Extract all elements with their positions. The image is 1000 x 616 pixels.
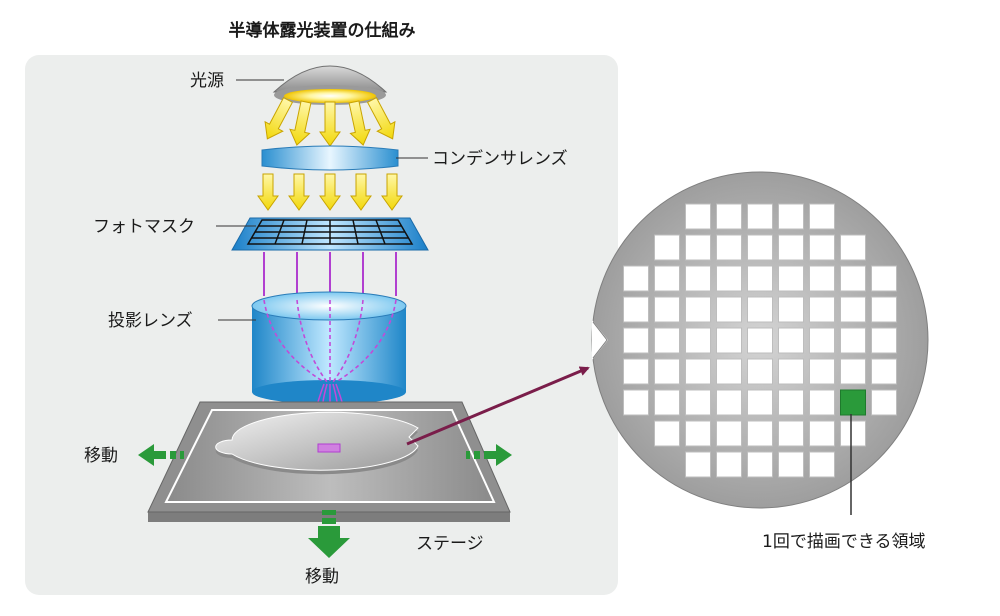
stage-wafer <box>215 411 419 475</box>
wafer-die <box>685 203 711 230</box>
wafer-die <box>840 420 866 447</box>
wafer-die <box>654 296 680 323</box>
move-left-arrow <box>138 444 184 466</box>
wafer-die <box>716 451 742 478</box>
wafer-die <box>840 296 866 323</box>
wafer-die <box>685 265 711 292</box>
wafer-die <box>654 265 680 292</box>
wafer-die <box>716 358 742 385</box>
wafer-die <box>778 389 804 416</box>
zoom-pointer-arrow <box>406 366 590 446</box>
wafer-die <box>716 203 742 230</box>
wafer-die <box>685 296 711 323</box>
wafer-die <box>871 327 897 354</box>
wafer-die <box>840 327 866 354</box>
wafer-die <box>809 451 835 478</box>
wafer-die <box>654 420 680 447</box>
light-rays-upper <box>264 96 396 147</box>
wafer-die <box>747 327 773 354</box>
wafer-die <box>778 327 804 354</box>
wafer-die <box>654 389 680 416</box>
wafer-die <box>778 358 804 385</box>
wafer-die <box>840 265 866 292</box>
wafer-die <box>747 265 773 292</box>
wafer-die <box>871 265 897 292</box>
projection-lens-label: 投影レンズ <box>108 311 193 331</box>
wafer-die <box>809 203 835 230</box>
wafer-die <box>809 327 835 354</box>
wafer-die <box>623 265 649 292</box>
wafer-die <box>809 389 835 416</box>
projection-lens <box>251 291 407 404</box>
exposure-area-die <box>840 389 866 416</box>
wafer-die <box>778 234 804 261</box>
wafer-die <box>685 451 711 478</box>
wafer-die <box>685 420 711 447</box>
wafer-die <box>623 296 649 323</box>
exposure-area-label: 1回で描画できる領域 <box>762 532 925 552</box>
mask-pattern-rays <box>263 252 397 296</box>
move-right-arrow <box>466 444 512 466</box>
wafer-die <box>716 389 742 416</box>
wafer-die <box>809 420 835 447</box>
enlarged-wafer <box>591 171 929 509</box>
wafer-die <box>654 234 680 261</box>
wafer-die <box>747 203 773 230</box>
wafer-die <box>654 327 680 354</box>
wafer-die <box>623 389 649 416</box>
wafer-die <box>747 296 773 323</box>
wafer-die <box>623 327 649 354</box>
photomask-label: フォトマスク <box>93 217 195 237</box>
wafer-die <box>685 389 711 416</box>
wafer-die <box>685 234 711 261</box>
wafer-die <box>809 234 835 261</box>
stage-label: ステージ <box>416 534 484 554</box>
light-source-label: 光源 <box>190 71 224 91</box>
wafer-die <box>778 203 804 230</box>
wafer-die <box>778 420 804 447</box>
die-grid <box>623 203 897 478</box>
wafer-die <box>871 358 897 385</box>
condenser-lens-label: コンデンサレンズ <box>432 148 568 169</box>
wafer-die <box>778 296 804 323</box>
move-down-arrow <box>308 510 350 558</box>
wafer-die <box>778 265 804 292</box>
wafer-die <box>809 358 835 385</box>
diagram-title: 半導体露光装置の仕組み <box>229 20 416 41</box>
wafer-die <box>716 234 742 261</box>
light-source <box>272 65 388 105</box>
wafer-die <box>623 358 649 385</box>
wafer-die <box>747 389 773 416</box>
wafer-die <box>685 327 711 354</box>
wafer-die <box>840 358 866 385</box>
wafer-die <box>871 389 897 416</box>
light-rays-lower <box>257 173 403 211</box>
wafer-die <box>654 358 680 385</box>
wafer-die <box>716 327 742 354</box>
wafer-die <box>747 234 773 261</box>
photomask <box>231 217 429 251</box>
wafer-die <box>840 234 866 261</box>
wafer-die <box>716 296 742 323</box>
condenser-lens <box>261 145 399 171</box>
wafer-die <box>747 358 773 385</box>
wafer-die <box>809 296 835 323</box>
wafer-die <box>809 265 835 292</box>
wafer-die <box>778 451 804 478</box>
wafer-die <box>716 420 742 447</box>
wafer-die <box>871 296 897 323</box>
move-left-label: 移動 <box>84 446 118 466</box>
wafer-die <box>685 358 711 385</box>
move-bottom-label: 移動 <box>305 567 339 587</box>
wafer-die <box>747 420 773 447</box>
wafer-die <box>747 451 773 478</box>
wafer-die <box>716 265 742 292</box>
